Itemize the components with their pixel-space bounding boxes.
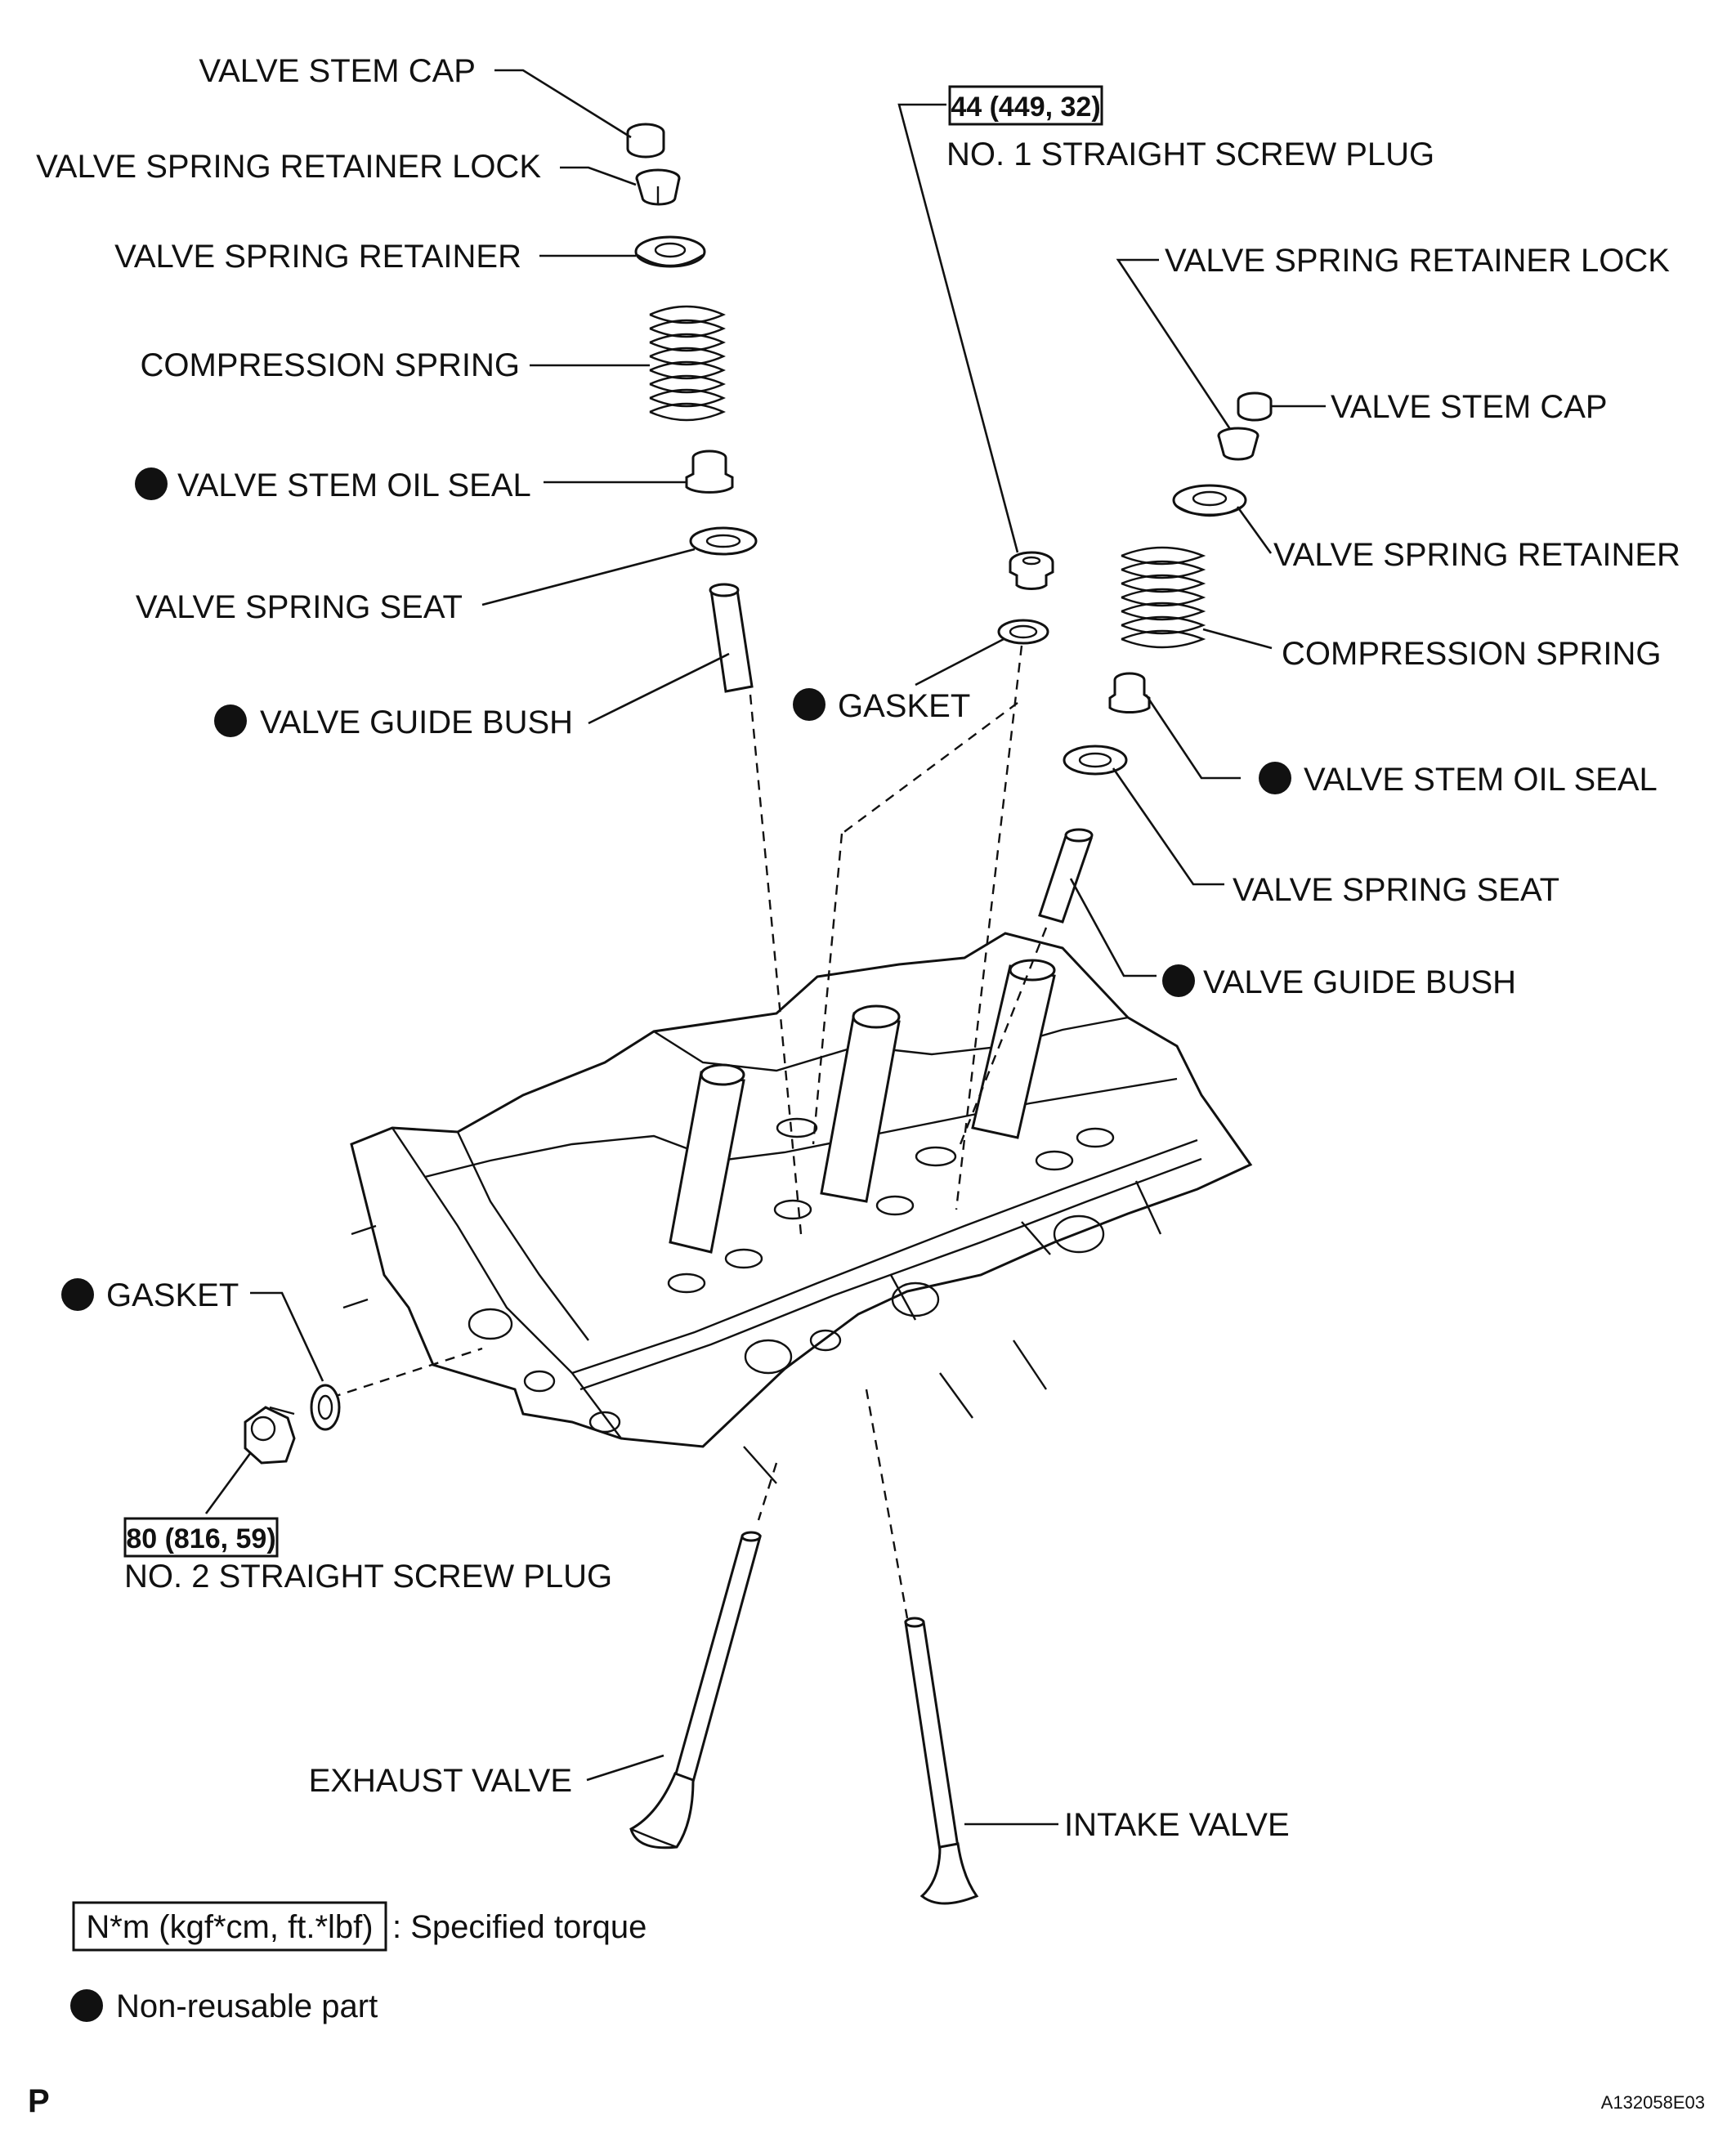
left-valve-guide-bush: [709, 583, 754, 693]
left-valve-spring-seat: [689, 526, 758, 556]
left-spring-retainer: [634, 235, 706, 268]
left-gasket: [310, 1384, 341, 1431]
label-no1-straight-screw-plug: NO. 1 STRAIGHT SCREW PLUG: [946, 136, 1434, 172]
label-left-valve-spring-seat: VALVE SPRING SEAT: [136, 589, 463, 625]
nonreusable-dot-right-guide-bush: [1162, 964, 1195, 997]
left-leader-lines: [481, 69, 730, 725]
legend-torque-box: [72, 1901, 387, 1952]
label-right-valve-guide-bush: VALVE GUIDE BUSH: [1203, 964, 1516, 1000]
mid-gasket: [997, 619, 1049, 645]
label-no2-straight-screw-plug: NO. 2 STRAIGHT SCREW PLUG: [124, 1559, 612, 1595]
nonreusable-dot-right-oil-seal: [1259, 762, 1291, 794]
torque-value-no1-plug: 44 (449, 32): [951, 92, 1100, 123]
torque-box-no2-plug: [123, 1517, 279, 1558]
label-left-compression-spring: COMPRESSION SPRING: [140, 347, 520, 383]
label-right-valve-spring-seat: VALVE SPRING SEAT: [1233, 872, 1559, 908]
legend-nonreusable-description: Non-reusable part: [116, 1988, 378, 2024]
right-valve-stem-oil-seal: [1108, 672, 1151, 714]
torque-box-no1-plug: [948, 85, 1103, 126]
legend-torque-units: N*m (kgf*cm, ft.*lbf): [86, 1909, 373, 1945]
label-left-gasket: GASKET: [106, 1277, 239, 1313]
label-exhaust-valve: EXHAUST VALVE: [309, 1763, 572, 1799]
right-compression-spring: [1121, 546, 1206, 649]
legend-torque-description: : Specified torque: [392, 1909, 647, 1945]
label-right-valve-stem-oil-seal: VALVE STEM OIL SEAL: [1304, 762, 1658, 798]
label-right-compression-spring: COMPRESSION SPRING: [1282, 636, 1662, 672]
left-valve-stack: [626, 123, 758, 693]
right-valve-stem-cap: [1237, 391, 1273, 422]
exhaust-valve: [629, 1531, 762, 1850]
torque-value-no2-plug: 80 (816, 59): [126, 1523, 275, 1554]
valve-leaders: [586, 1754, 1058, 1826]
left-compression-spring: [649, 305, 726, 422]
legend-nonreusable-dot: [70, 1989, 103, 2022]
footer-left-marker: P: [28, 2083, 50, 2119]
right-retainer-lock: [1217, 427, 1259, 461]
no1-plug-leaders: [897, 103, 1019, 687]
right-spring-retainer: [1172, 484, 1247, 517]
right-valve-stack: [1038, 391, 1273, 924]
nonreusable-dot-mid-gasket: [793, 688, 825, 721]
nonreusable-dot-left-guide-bush: [214, 704, 247, 737]
label-left-spring-retainer: VALVE SPRING RETAINER: [114, 239, 521, 275]
right-valve-spring-seat: [1063, 745, 1128, 776]
cylinder-head-body: [342, 932, 1253, 1484]
nonreusable-dot-left-gasket: [61, 1278, 94, 1311]
label-left-valve-stem-oil-seal: VALVE STEM OIL SEAL: [177, 467, 531, 503]
left-valve-stem-oil-seal: [685, 450, 734, 494]
nonreusable-dot-left-oil-seal: [135, 467, 168, 500]
no2-plug-leaders: [204, 1291, 324, 1514]
left-valve-stem-cap: [626, 123, 665, 159]
label-right-valve-stem-cap: VALVE STEM CAP: [1331, 389, 1608, 425]
label-right-spring-retainer: VALVE SPRING RETAINER: [1273, 537, 1680, 573]
footer-figure-id: A132058E03: [1601, 2092, 1705, 2113]
label-mid-gasket: GASKET: [838, 688, 970, 724]
left-retainer-lock: [635, 168, 681, 206]
right-valve-guide-bush: [1038, 828, 1094, 924]
intake-valve: [904, 1617, 979, 1905]
label-right-retainer-lock: VALVE SPRING RETAINER LOCK: [1165, 243, 1670, 279]
assembly-dashed-lines: [330, 645, 1048, 1619]
no2-straight-screw-plug: [244, 1406, 296, 1465]
no1-straight-screw-plug: [1009, 551, 1054, 590]
right-leader-lines: [1069, 258, 1326, 977]
label-intake-valve: INTAKE VALVE: [1064, 1807, 1290, 1843]
label-left-valve-guide-bush: VALVE GUIDE BUSH: [260, 704, 573, 740]
label-left-valve-stem-cap: VALVE STEM CAP: [199, 53, 476, 89]
label-left-retainer-lock: VALVE SPRING RETAINER LOCK: [36, 149, 541, 185]
